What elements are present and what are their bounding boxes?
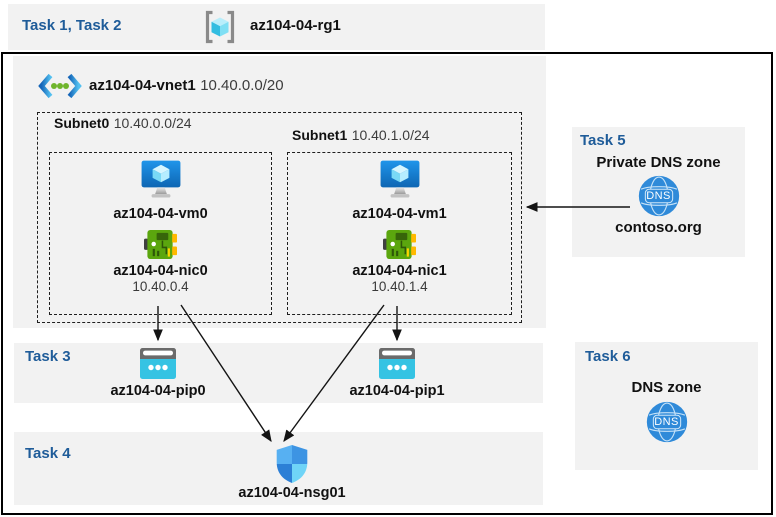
subnets-dashed-group xyxy=(37,112,522,323)
virtual-machine-icon xyxy=(140,160,182,200)
nic1-name: az104-04-nic1 xyxy=(352,263,447,279)
dns-icon-text: DNS xyxy=(646,189,671,202)
vm1-name: az104-04-vm1 xyxy=(352,206,447,222)
pip0-name: az104-04-pip0 xyxy=(110,383,206,399)
task5-box: Task 5 Private DNS zone DNS contoso.org xyxy=(572,127,745,257)
network-interface-icon xyxy=(383,228,416,261)
nic0-ip: 10.40.0.4 xyxy=(132,279,189,294)
subnet1-cidr: 10.40.1.0/24 xyxy=(351,127,430,143)
vnet-container: az104-04-vnet1 10.40.0.0/20 Subnet0 10.4… xyxy=(13,56,546,328)
subnet0-name: Subnet0 xyxy=(54,115,110,131)
vm0-name: az104-04-vm0 xyxy=(113,206,208,222)
subnet0-cidr: 10.40.0.0/24 xyxy=(113,115,192,131)
resource-group-icon xyxy=(202,9,238,45)
network-interface-icon xyxy=(144,228,177,261)
private-dns-icon-wrap: DNS xyxy=(638,175,680,217)
private-dns-zone-name: contoso.org xyxy=(615,219,702,236)
task-1-2-label: Task 1, Task 2 xyxy=(22,17,122,34)
private-dns-zone-title: Private DNS zone xyxy=(596,154,721,171)
vnet-name: az104-04-vnet1 xyxy=(89,77,196,94)
resource-group-band: Task 1, Task 2 az104-04-rg1 xyxy=(8,4,545,50)
pip1-group: az104-04-pip1 xyxy=(337,348,457,399)
subnet1-box: az104-04-vm1 az104-04-nic1 10.40.1.4 xyxy=(287,152,512,315)
public-ip-icon xyxy=(379,348,415,379)
task-4-label: Task 4 xyxy=(25,445,71,462)
network-security-group-icon xyxy=(276,445,308,483)
pip0-group: az104-04-pip0 xyxy=(98,348,218,399)
nic0-name: az104-04-nic0 xyxy=(113,263,208,279)
task-5-label: Task 5 xyxy=(580,132,626,149)
task-6-label: Task 6 xyxy=(585,348,631,365)
task4-band: Task 4 az104-04-nsg01 xyxy=(14,432,543,505)
nic1-ip: 10.40.1.4 xyxy=(371,279,428,294)
pip1-name: az104-04-pip1 xyxy=(349,383,445,399)
task6-box: Task 6 DNS zone DNS xyxy=(575,342,758,470)
subnet1-label: Subnet1 10.40.1.0/24 xyxy=(292,127,430,145)
subnet0-label: Subnet0 10.40.0.0/24 xyxy=(54,115,192,133)
vnet-cidr: 10.40.0.0/20 xyxy=(200,77,284,94)
vnet-title: az104-04-vnet1 10.40.0.0/20 xyxy=(89,73,284,99)
task3-band: Task 3 az104-04-pip0 az104-04-pip1 xyxy=(14,343,543,403)
nsg-group: az104-04-nsg01 xyxy=(207,445,377,501)
virtual-machine-icon xyxy=(379,160,421,200)
subnet1-name: Subnet1 xyxy=(292,127,348,143)
virtual-network-icon xyxy=(38,73,82,99)
public-ip-icon xyxy=(140,348,176,379)
dns-zone-icon-wrap: DNS xyxy=(646,401,688,443)
subnet0-box: az104-04-vm0 az104-04-nic0 10.40.0.4 xyxy=(49,152,272,315)
dns-icon-text: DNS xyxy=(654,415,679,428)
task-3-label: Task 3 xyxy=(25,348,71,365)
dns-zone-title: DNS zone xyxy=(631,379,702,396)
resource-group-name: az104-04-rg1 xyxy=(250,17,341,34)
nsg-name: az104-04-nsg01 xyxy=(238,485,346,501)
